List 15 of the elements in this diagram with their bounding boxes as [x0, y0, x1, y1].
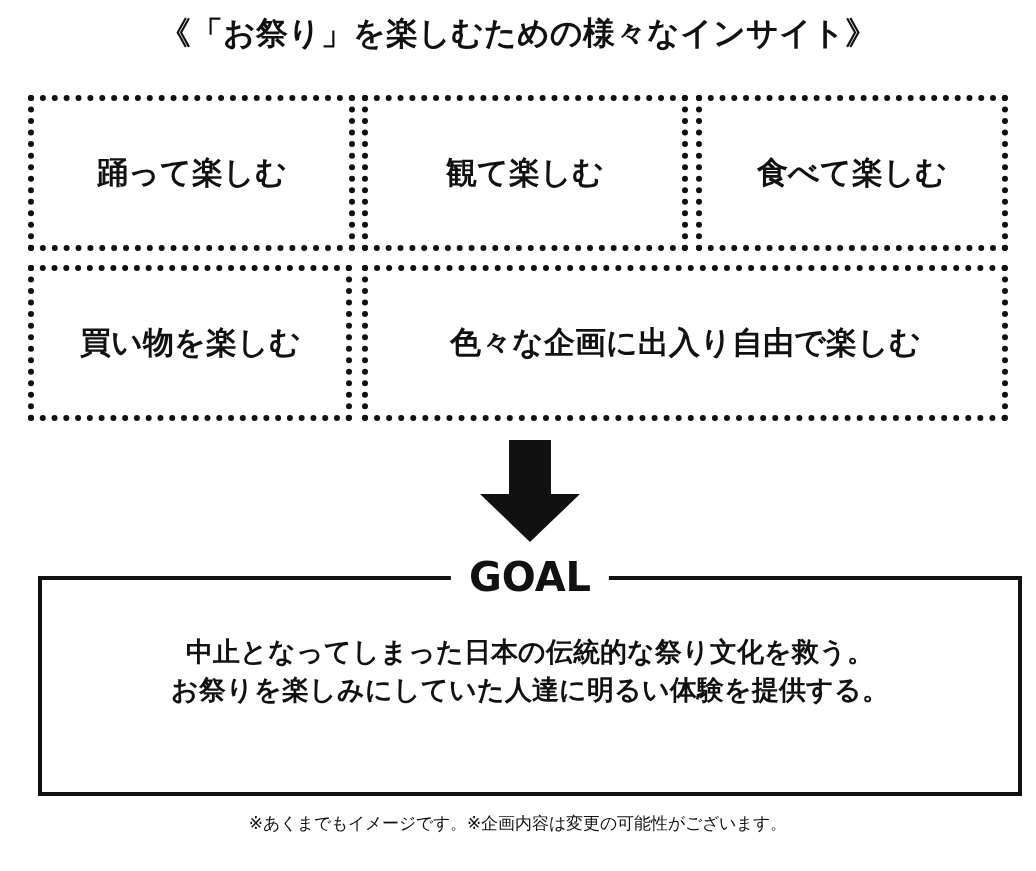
title: 《「お祭り」を楽しむための様々なインサイト》 — [158, 13, 878, 54]
insight-box — [28, 95, 355, 251]
insight-text: 観て楽しむ — [446, 153, 604, 192]
goal-text: 中止となってしまった日本の伝統的な祭り文化を救う。 — [185, 635, 875, 669]
insight-text: 食べて楽しむ — [757, 153, 947, 192]
insight-text: 色々な企画に出入り自由で楽しむ — [449, 323, 921, 362]
insight-box — [28, 265, 352, 421]
insight-text: 踊って楽しむ — [96, 153, 287, 192]
insight-box — [362, 265, 1008, 421]
footnote: ※あくまでもイメージです。※企画内容は変更の可能性がございます。 — [247, 812, 789, 835]
goal-text: お祭りを楽しみにしていた人達に明るい体験を提供する。 — [170, 673, 890, 707]
insight-text: 買い物を楽しむ — [79, 323, 301, 362]
insight-box — [362, 95, 688, 251]
down-arrow — [480, 440, 580, 542]
insight-box — [696, 95, 1008, 251]
